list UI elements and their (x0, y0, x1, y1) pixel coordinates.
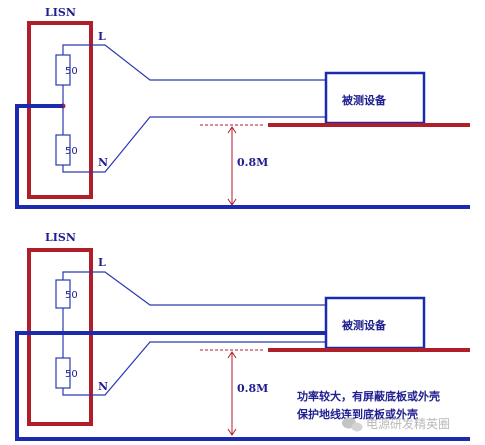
bottom-line-wires (90, 271, 326, 396)
bottom-protective-earth-loop (15, 331, 470, 441)
bottom-line-label: L (98, 256, 106, 269)
wechat-icon (342, 417, 363, 432)
top-line-label: L (98, 30, 106, 43)
top-resistor-lower (55, 134, 71, 166)
top-ground-plane-loop (15, 104, 470, 209)
top-resistor-lower-value: 50 (65, 146, 78, 157)
top-device-label: 被测设备 (342, 93, 387, 107)
top-lisn-frame (27, 21, 93, 199)
top-neutral-label: N (98, 156, 108, 169)
bottom-diagram: 50 50 被测设备 0.8M LISN L N 功率较大，有屏蔽底板或外壳 保… (15, 231, 470, 441)
top-distance-label: 0.8M (237, 156, 268, 169)
top-resistor-upper (55, 54, 71, 86)
bottom-note-line1: 功率较大，有屏蔽底板或外壳 (297, 389, 440, 403)
bottom-resistor-lower-value: 50 (65, 369, 78, 380)
watermark: 电源研发精英圈 (342, 416, 450, 432)
bottom-note-line2: 保护地线连到底板或外壳 (296, 407, 418, 421)
bottom-resistor-upper-value: 50 (65, 290, 78, 301)
top-resistor-upper-value: 50 (65, 66, 78, 77)
bottom-distance-marker (200, 349, 263, 436)
bottom-resistor-upper (55, 279, 71, 309)
bottom-neutral-label: N (98, 380, 108, 393)
bottom-lisn-frame (27, 248, 93, 426)
bottom-distance-label: 0.8M (237, 382, 268, 395)
top-lisn-internal-wiring (62, 44, 90, 173)
top-distance-marker (200, 124, 263, 206)
bottom-device-under-test (324, 296, 426, 350)
bottom-device-label: 被测设备 (342, 318, 387, 332)
top-line-wires (90, 44, 326, 173)
top-lisn-label: LISN (45, 6, 76, 19)
top-diagram: 50 50 被测设备 0.8M LISN L N (15, 6, 470, 209)
bottom-lisn-label: LISN (45, 231, 76, 244)
watermark-text: 电源研发精英圈 (366, 416, 450, 431)
bottom-resistor-lower (55, 357, 71, 389)
top-device-under-test (324, 71, 426, 125)
